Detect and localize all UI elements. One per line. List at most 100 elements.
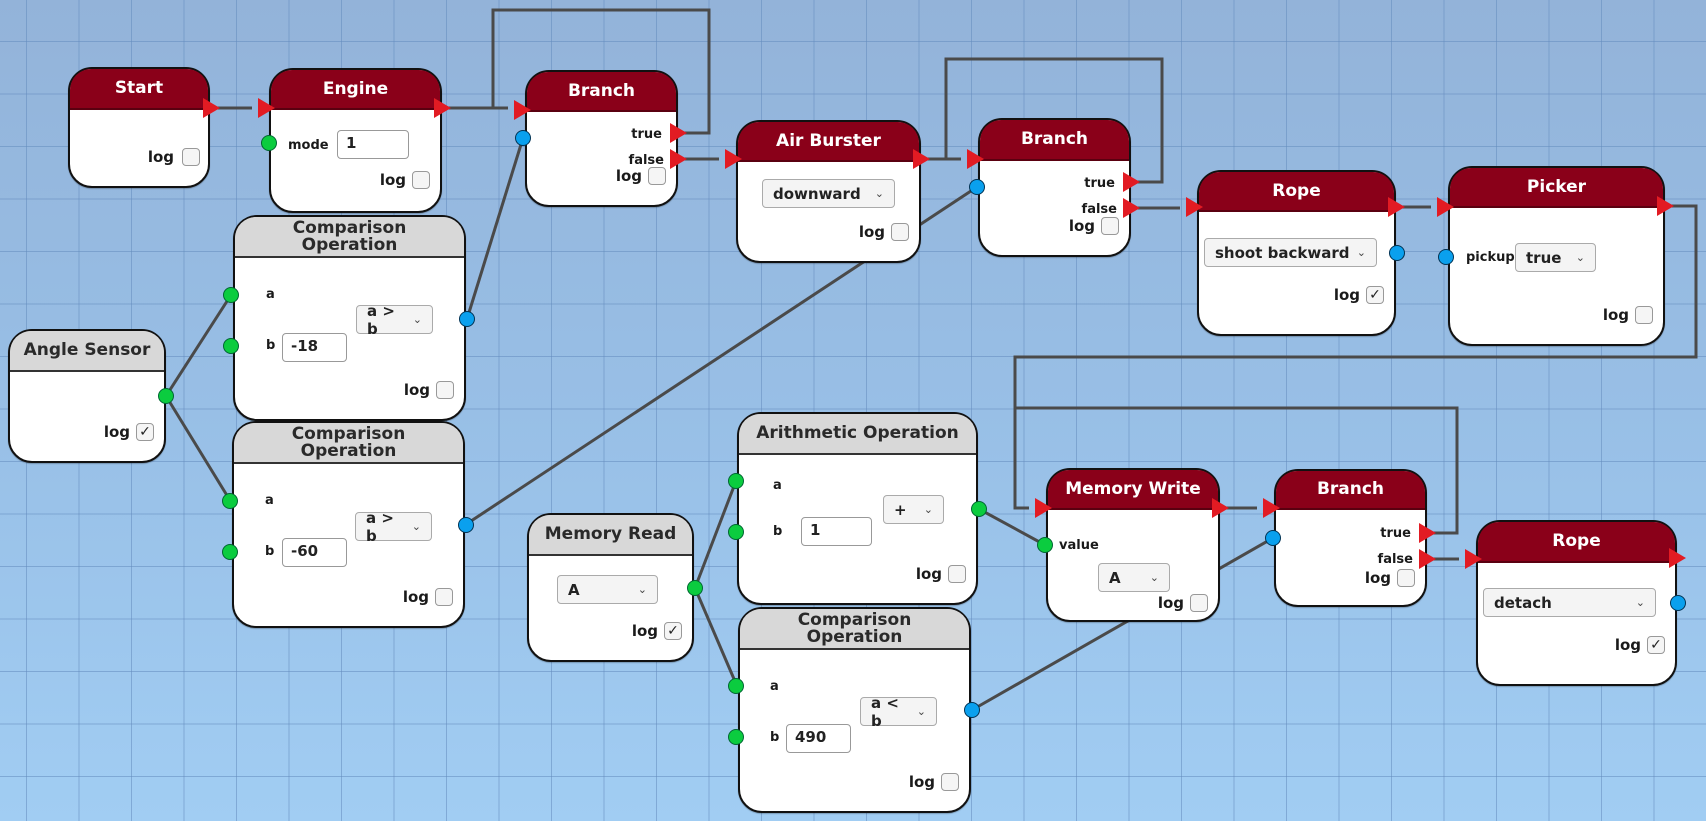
log-label: log: [402, 588, 429, 606]
node-comparison-3[interactable]: Comparison Operation a b 490 a < b ⌄ log: [738, 607, 971, 813]
log-checkbox[interactable]: [1101, 217, 1119, 235]
rope1-out-port[interactable]: [1389, 245, 1405, 261]
node-engine[interactable]: Engine mode 1 log: [269, 68, 442, 213]
comp2-a-port[interactable]: [222, 493, 238, 509]
branch3-condition-port[interactable]: [1265, 530, 1281, 546]
node-picker[interactable]: Picker pickup true ⌄ log: [1448, 166, 1665, 346]
direction-value: downward: [773, 184, 861, 203]
b-input[interactable]: -60: [282, 538, 347, 567]
start-exec-out[interactable]: [203, 98, 220, 118]
picker-exec-in[interactable]: [1437, 197, 1454, 217]
b-input[interactable]: 1: [801, 517, 872, 546]
node-title: Branch: [1276, 471, 1425, 510]
arith-a-port[interactable]: [728, 473, 744, 489]
engine-mode-port[interactable]: [261, 135, 277, 151]
angle-sensor-out-port[interactable]: [158, 388, 174, 404]
value-label: value: [1059, 538, 1099, 553]
log-checkbox[interactable]: ✓: [1366, 286, 1384, 304]
rope2-out-port[interactable]: [1670, 595, 1686, 611]
operator-value: a > b: [367, 301, 395, 338]
log-checkbox[interactable]: [1397, 569, 1415, 587]
pickup-select[interactable]: true ⌄: [1515, 243, 1596, 272]
branch1-true-out[interactable]: [670, 123, 687, 143]
node-title: Comparison Operation: [234, 423, 463, 464]
mode-input[interactable]: 1: [337, 130, 409, 159]
rope1-exec-in[interactable]: [1186, 197, 1203, 217]
branch2-true-out[interactable]: [1123, 172, 1140, 192]
rope-action-select[interactable]: shoot backward ⌄: [1204, 238, 1377, 267]
node-branch-3[interactable]: Branch true false log: [1274, 469, 1427, 607]
comp3-a-port[interactable]: [728, 678, 744, 694]
node-comparison-1[interactable]: Comparison Operation a b -18 a > b ⌄ log: [233, 215, 466, 421]
log-checkbox[interactable]: ✓: [664, 622, 682, 640]
engine-exec-out[interactable]: [434, 98, 451, 118]
false-label: false: [1377, 552, 1413, 567]
log-checkbox[interactable]: [182, 148, 200, 166]
picker-exec-out[interactable]: [1657, 196, 1674, 216]
branch1-exec-in[interactable]: [514, 100, 531, 120]
rope2-exec-out[interactable]: [1669, 548, 1686, 568]
slot-select[interactable]: A ⌄: [1098, 563, 1170, 592]
a-label: a: [265, 493, 274, 508]
node-branch-2[interactable]: Branch true false log: [978, 118, 1131, 257]
node-start[interactable]: Start log: [68, 67, 210, 188]
b-input[interactable]: 490: [786, 724, 851, 753]
comp1-b-port[interactable]: [223, 338, 239, 354]
log-checkbox[interactable]: [1190, 594, 1208, 612]
picker-pickup-port[interactable]: [1438, 249, 1454, 265]
branch1-false-out[interactable]: [670, 149, 687, 169]
node-branch-1[interactable]: Branch true false log: [525, 70, 678, 207]
node-memory-read[interactable]: Memory Read A ⌄ log ✓: [527, 513, 694, 662]
comp1-a-port[interactable]: [223, 287, 239, 303]
log-checkbox[interactable]: [948, 565, 966, 583]
operator-select[interactable]: a < b ⌄: [860, 694, 937, 730]
node-air-burster[interactable]: Air Burster downward ⌄ log: [736, 120, 921, 263]
arith-b-port[interactable]: [728, 524, 744, 540]
slot-select[interactable]: A ⌄: [557, 575, 658, 604]
branch3-exec-in[interactable]: [1263, 498, 1280, 518]
branch1-condition-port[interactable]: [515, 130, 531, 146]
node-angle-sensor[interactable]: Angle Sensor log ✓: [8, 329, 166, 463]
operator-select[interactable]: + ⌄: [883, 495, 944, 524]
node-comparison-2[interactable]: Comparison Operation a b -60 a > b ⌄ log: [232, 421, 465, 628]
log-checkbox[interactable]: ✓: [1647, 636, 1665, 654]
memory-write-exec-out[interactable]: [1212, 498, 1229, 518]
comp2-out-port[interactable]: [458, 517, 474, 533]
branch2-condition-port[interactable]: [969, 179, 985, 195]
log-checkbox[interactable]: ✓: [136, 423, 154, 441]
operator-select[interactable]: a > b ⌄: [355, 509, 432, 545]
comp3-b-port[interactable]: [728, 729, 744, 745]
chevron-down-icon: ⌄: [1356, 246, 1366, 259]
node-arithmetic[interactable]: Arithmetic Operation a b 1 + ⌄ log: [737, 412, 978, 605]
log-checkbox[interactable]: [941, 773, 959, 791]
comp3-out-port[interactable]: [964, 702, 980, 718]
branch2-false-out[interactable]: [1123, 198, 1140, 218]
branch3-true-out[interactable]: [1419, 523, 1436, 543]
node-rope-1[interactable]: Rope shoot backward ⌄ log ✓: [1197, 170, 1396, 336]
log-checkbox[interactable]: [435, 588, 453, 606]
airburster-exec-in[interactable]: [725, 149, 742, 169]
engine-exec-in[interactable]: [258, 98, 275, 118]
comp2-b-port[interactable]: [222, 544, 238, 560]
memory-read-out-port[interactable]: [687, 580, 703, 596]
b-input[interactable]: -18: [282, 333, 347, 362]
direction-select[interactable]: downward ⌄: [762, 179, 895, 208]
comp1-out-port[interactable]: [459, 311, 475, 327]
branch3-false-out[interactable]: [1419, 549, 1436, 569]
operator-select[interactable]: a > b ⌄: [356, 302, 433, 338]
memory-write-exec-in[interactable]: [1035, 498, 1052, 518]
arith-out-port[interactable]: [971, 501, 987, 517]
log-checkbox[interactable]: [1635, 306, 1653, 324]
rope2-exec-in[interactable]: [1465, 549, 1482, 569]
log-checkbox[interactable]: [412, 171, 430, 189]
rope-action-select[interactable]: detach ⌄: [1483, 588, 1656, 617]
rope1-exec-out[interactable]: [1388, 197, 1405, 217]
memory-write-value-port[interactable]: [1037, 537, 1053, 553]
log-checkbox[interactable]: [436, 381, 454, 399]
airburster-exec-out[interactable]: [913, 149, 930, 169]
log-checkbox[interactable]: [891, 223, 909, 241]
node-rope-2[interactable]: Rope detach ⌄ log ✓: [1476, 520, 1677, 686]
log-checkbox[interactable]: [648, 167, 666, 185]
branch2-exec-in[interactable]: [967, 149, 984, 169]
node-memory-write[interactable]: Memory Write value A ⌄ log: [1046, 468, 1220, 622]
